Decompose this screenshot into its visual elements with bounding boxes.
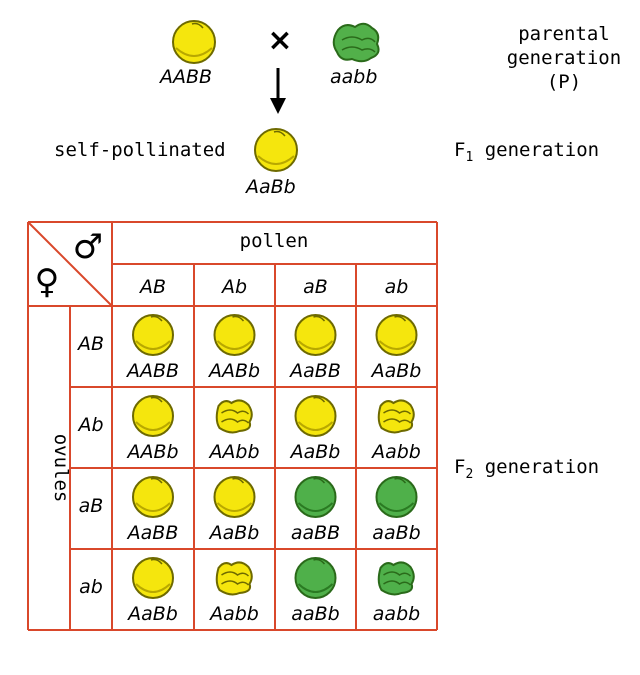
parent-genotype-left: AABB <box>160 66 213 88</box>
ovules-label: ovules <box>50 434 72 503</box>
punnett-cell: AaBb <box>370 314 422 382</box>
pea-yellow-round-icon <box>213 476 256 518</box>
ovule-gamete-Ab: Ab <box>76 414 103 436</box>
ovule-gamete-aB: aB <box>79 495 104 517</box>
ovule-gamete-AB: AB <box>76 333 104 355</box>
pea-green-wrinkled-icon <box>377 561 415 596</box>
punnett-cell: AaBB <box>126 476 179 544</box>
grid-line <box>27 221 113 307</box>
pea-yellow-wrinkled-icon <box>215 561 253 596</box>
cell-genotype: AABb <box>207 360 260 382</box>
pea-yellow-round-icon <box>132 557 174 599</box>
cell-genotype: AABb <box>125 441 178 463</box>
cell-genotype: AABB <box>125 360 179 382</box>
cell-genotype: AaBB <box>126 522 179 544</box>
punnett-cell: AaBb <box>289 395 341 463</box>
down-arrow-icon <box>270 68 286 114</box>
parental-generation-label: parental generation (P) <box>506 23 622 93</box>
parent-pea-green-wrinkled <box>332 22 380 63</box>
punnett-cell: AABb <box>125 395 179 463</box>
f1-generation-label: F1 generation <box>454 139 600 165</box>
f1-pea-yellow-round <box>254 128 298 172</box>
pea-green-round-icon <box>294 476 337 518</box>
ovule-gamete-headers: AB Ab aB ab <box>76 333 104 598</box>
pea-yellow-wrinkled-icon <box>377 399 415 434</box>
pea-yellow-wrinkled-icon <box>215 399 253 434</box>
punnett-cell: aaBb <box>291 557 340 625</box>
punnett-cell: AaBb <box>208 476 260 544</box>
ovule-gamete-ab: ab <box>79 576 103 598</box>
punnett-cell: AAbb <box>207 399 260 463</box>
f1-genotype: AaBb <box>246 176 296 198</box>
female-symbol: ♀ <box>35 262 60 302</box>
punnett-cell: aaBB <box>291 476 340 544</box>
cross-symbol: × <box>267 23 292 58</box>
cell-genotype: AaBb <box>370 360 422 382</box>
pea-yellow-round-icon <box>213 314 256 356</box>
parent-genotype-right: aabb <box>330 66 378 88</box>
punnett-cell: AABb <box>207 314 260 382</box>
pea-yellow-round-icon <box>294 314 337 356</box>
pollen-gamete-headers: AB Ab aB ab <box>138 276 408 298</box>
punnett-grid <box>27 221 438 631</box>
punnett-cell: aabb <box>373 561 420 625</box>
cell-genotype: AAbb <box>207 441 259 463</box>
cell-genotype: AaBB <box>288 360 341 382</box>
cross-diagram: × <box>172 20 380 172</box>
pea-yellow-round-icon <box>132 314 174 356</box>
punnett-cell: Aabb <box>370 399 421 463</box>
pollen-gamete-aB: aB <box>303 276 328 298</box>
punnett-cell: AABB <box>125 314 179 382</box>
punnett-cell: aaBb <box>372 476 421 544</box>
cell-genotype: Aabb <box>208 603 259 625</box>
pea-yellow-round-icon <box>375 314 418 356</box>
cell-genotype: Aabb <box>370 441 421 463</box>
pea-yellow-round-icon <box>132 395 174 437</box>
pea-green-round-icon <box>375 476 418 518</box>
punnett-cell: Aabb <box>208 561 259 625</box>
pea-yellow-round-icon <box>132 476 174 518</box>
pollen-gamete-ab: ab <box>385 276 409 298</box>
cell-genotype: aaBb <box>291 603 339 625</box>
f2-generation-label: F2 generation <box>454 456 600 482</box>
cell-genotype: AaBb <box>208 522 260 544</box>
male-symbol: ♂ <box>73 227 103 267</box>
pollen-gamete-AB: AB <box>138 276 166 298</box>
cell-genotype: AaBb <box>289 441 341 463</box>
punnett-cell: AaBb <box>126 557 178 625</box>
pea-yellow-round-icon <box>294 395 337 437</box>
cell-genotype: aabb <box>373 603 420 625</box>
cell-genotype: aaBB <box>291 522 340 544</box>
parent-pea-yellow-round <box>172 20 216 64</box>
cell-genotype: AaBb <box>126 603 178 625</box>
pea-green-round-icon <box>294 557 337 599</box>
pollen-label: pollen <box>240 230 309 252</box>
cell-genotype: aaBb <box>372 522 420 544</box>
self-pollinated-label: self-pollinated <box>54 139 226 161</box>
punnett-cell: AaBB <box>288 314 341 382</box>
pollen-gamete-Ab: Ab <box>220 276 247 298</box>
